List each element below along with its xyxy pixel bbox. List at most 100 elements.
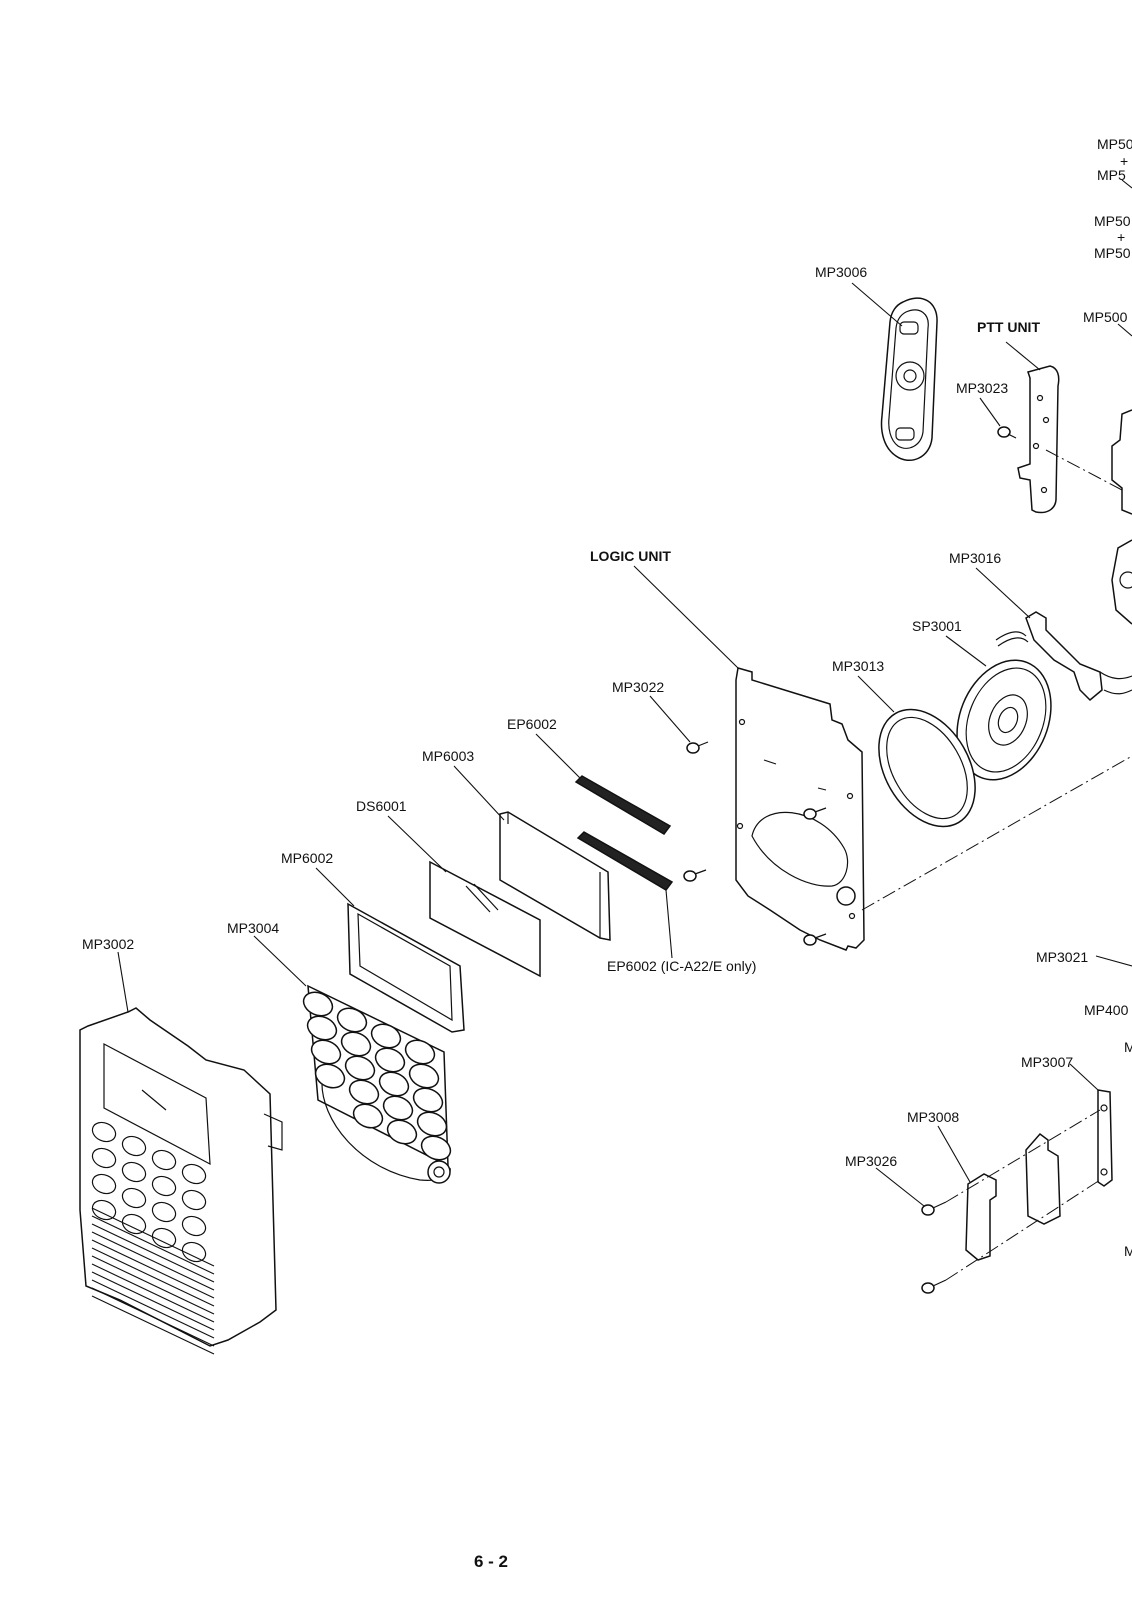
grille-slot	[91, 1287, 215, 1347]
label-mp3022: MP3022	[612, 679, 664, 695]
keypad-key	[352, 1103, 384, 1129]
label-mp500-c: MP50	[1094, 213, 1131, 229]
case-key-hole	[121, 1135, 147, 1157]
grille-slot	[91, 1223, 215, 1283]
case-key-hole	[91, 1121, 117, 1143]
case-key-hole	[181, 1241, 207, 1263]
label-mp500-e: MP500	[1083, 309, 1128, 325]
label-mp3023: MP3023	[956, 380, 1008, 396]
grille-slot	[91, 1255, 215, 1315]
label-mp6003: MP6003	[422, 748, 474, 764]
axis-line-bracket-2	[945, 1179, 1101, 1281]
label-mp500-a: MP50	[1097, 136, 1132, 152]
label-mp500-d: MP50	[1094, 245, 1131, 261]
connector-strip-ep6002-alt	[576, 831, 674, 891]
keypad-key	[348, 1079, 380, 1105]
grille-slot	[91, 1215, 215, 1275]
label-m-2: M	[1124, 1243, 1132, 1259]
keypad-key	[370, 1023, 402, 1049]
label-mp3002: MP3002	[82, 936, 134, 952]
screw-mp3026-b	[921, 1279, 947, 1294]
keypad-key	[412, 1087, 444, 1113]
keypad-key	[420, 1135, 452, 1161]
keypad-mp3004	[307, 984, 451, 1184]
lcd-ds6001	[429, 860, 541, 978]
label-logic-unit: LOGIC UNIT	[590, 548, 671, 564]
keypad-key	[340, 1031, 372, 1057]
axis-line-bracket	[945, 1109, 1101, 1203]
keypad-key	[416, 1111, 448, 1137]
keypad-key	[404, 1039, 436, 1065]
case-key-hole	[91, 1199, 117, 1221]
label-mp400: MP400	[1084, 1002, 1129, 1018]
case-key-hole	[151, 1201, 177, 1223]
label-mp3008: MP3008	[907, 1109, 959, 1125]
ptt-cover-part	[880, 297, 938, 461]
grille-slot	[91, 1271, 215, 1331]
case-key-hole	[181, 1215, 207, 1237]
screw-mp3026	[921, 1201, 947, 1216]
front-case-mp3002	[79, 1007, 283, 1347]
lcd-frame-mp6002	[347, 902, 465, 1033]
grille-slot	[91, 1263, 215, 1323]
case-key-hole	[121, 1213, 147, 1235]
grille-slot	[91, 1247, 215, 1307]
label-ds6001: DS6001	[356, 798, 407, 814]
speaker-sp3001	[956, 659, 1052, 781]
grille-slot	[91, 1231, 215, 1291]
label-mp6002: MP6002	[281, 850, 333, 866]
grille-slot	[91, 1279, 215, 1339]
label-mp3007: MP3007	[1021, 1054, 1073, 1070]
ptt-unit-board	[1017, 365, 1060, 514]
case-key-hole	[151, 1227, 177, 1249]
keypad-key	[386, 1119, 418, 1145]
label-m-1: M	[1124, 1039, 1132, 1055]
leader-lines	[117, 179, 1132, 1207]
keypad-key	[314, 1063, 346, 1089]
axis-line	[861, 755, 1132, 911]
label-ptt-unit: PTT UNIT	[977, 319, 1040, 335]
label-plus-2: +	[1117, 229, 1125, 245]
label-mp500-b: MP5	[1097, 167, 1126, 183]
grille-slot	[91, 1207, 215, 1267]
label-ep6002: EP6002	[507, 716, 557, 732]
label-ep6002-note: EP6002 (IC-A22/E only)	[607, 958, 756, 974]
grille-slot	[91, 1295, 215, 1355]
case-key-hole	[181, 1189, 207, 1211]
keypad-key	[344, 1055, 376, 1081]
case-key-hole	[151, 1175, 177, 1197]
keypad-key	[408, 1063, 440, 1089]
logic-unit-board	[735, 667, 865, 951]
connector-strip-ep6002	[574, 775, 672, 835]
case-key-hole	[121, 1187, 147, 1209]
screw-logic-4	[803, 933, 827, 946]
label-mp3016: MP3016	[949, 550, 1001, 566]
keypad-key	[336, 1007, 368, 1033]
lcd-holder-mp6003	[499, 811, 611, 941]
keypad-key	[378, 1071, 410, 1097]
screw-mp3022	[686, 741, 709, 754]
keypad-key	[374, 1047, 406, 1073]
case-key-hole	[121, 1161, 147, 1183]
case-key-hole	[91, 1173, 117, 1195]
label-mp3013: MP3013	[832, 658, 884, 674]
bracket-mp3008	[965, 1173, 997, 1261]
grille-slot	[91, 1239, 215, 1299]
axis-line-ptt	[1045, 449, 1123, 491]
keypad-key	[302, 991, 334, 1017]
label-mp3004: MP3004	[227, 920, 279, 936]
part-mp3007	[1025, 1089, 1113, 1225]
label-sp3001: SP3001	[912, 618, 962, 634]
case-key-hole	[181, 1163, 207, 1185]
screw-logic-2	[803, 807, 827, 820]
speaker-ring-mp3013	[878, 708, 976, 828]
keypad-key	[306, 1015, 338, 1041]
screw-mp3023	[997, 426, 1017, 439]
label-mp3006: MP3006	[815, 264, 867, 280]
keypad-key	[310, 1039, 342, 1065]
case-key-hole	[91, 1147, 117, 1169]
keypad-key	[382, 1095, 414, 1121]
speaker-bracket-part	[995, 611, 1132, 702]
case-key-hole	[151, 1149, 177, 1171]
